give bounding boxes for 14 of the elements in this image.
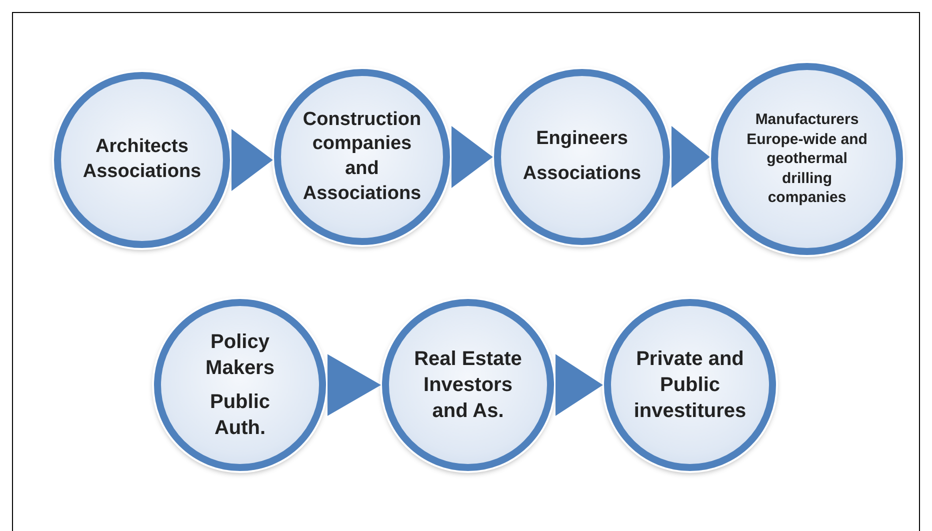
arrow [232,129,273,191]
node-label: Construction companies and Associations [302,108,422,206]
node-label: Policy Makers [204,330,276,381]
arrow [672,126,710,188]
node-label: Private and Public investitures [632,347,748,424]
node-label: Architects Associations [82,135,202,184]
node-label: Engineers [536,127,628,152]
arrow [556,354,603,416]
arrow [452,126,493,188]
node-label: Public Auth. [208,390,271,441]
node-label: Associations [522,162,642,186]
node-label: Manufacturers Europe-wide and geothermal drilling companies [746,110,868,208]
arrow [328,354,381,416]
node-label: Real Estate Investors and As. [413,347,523,424]
